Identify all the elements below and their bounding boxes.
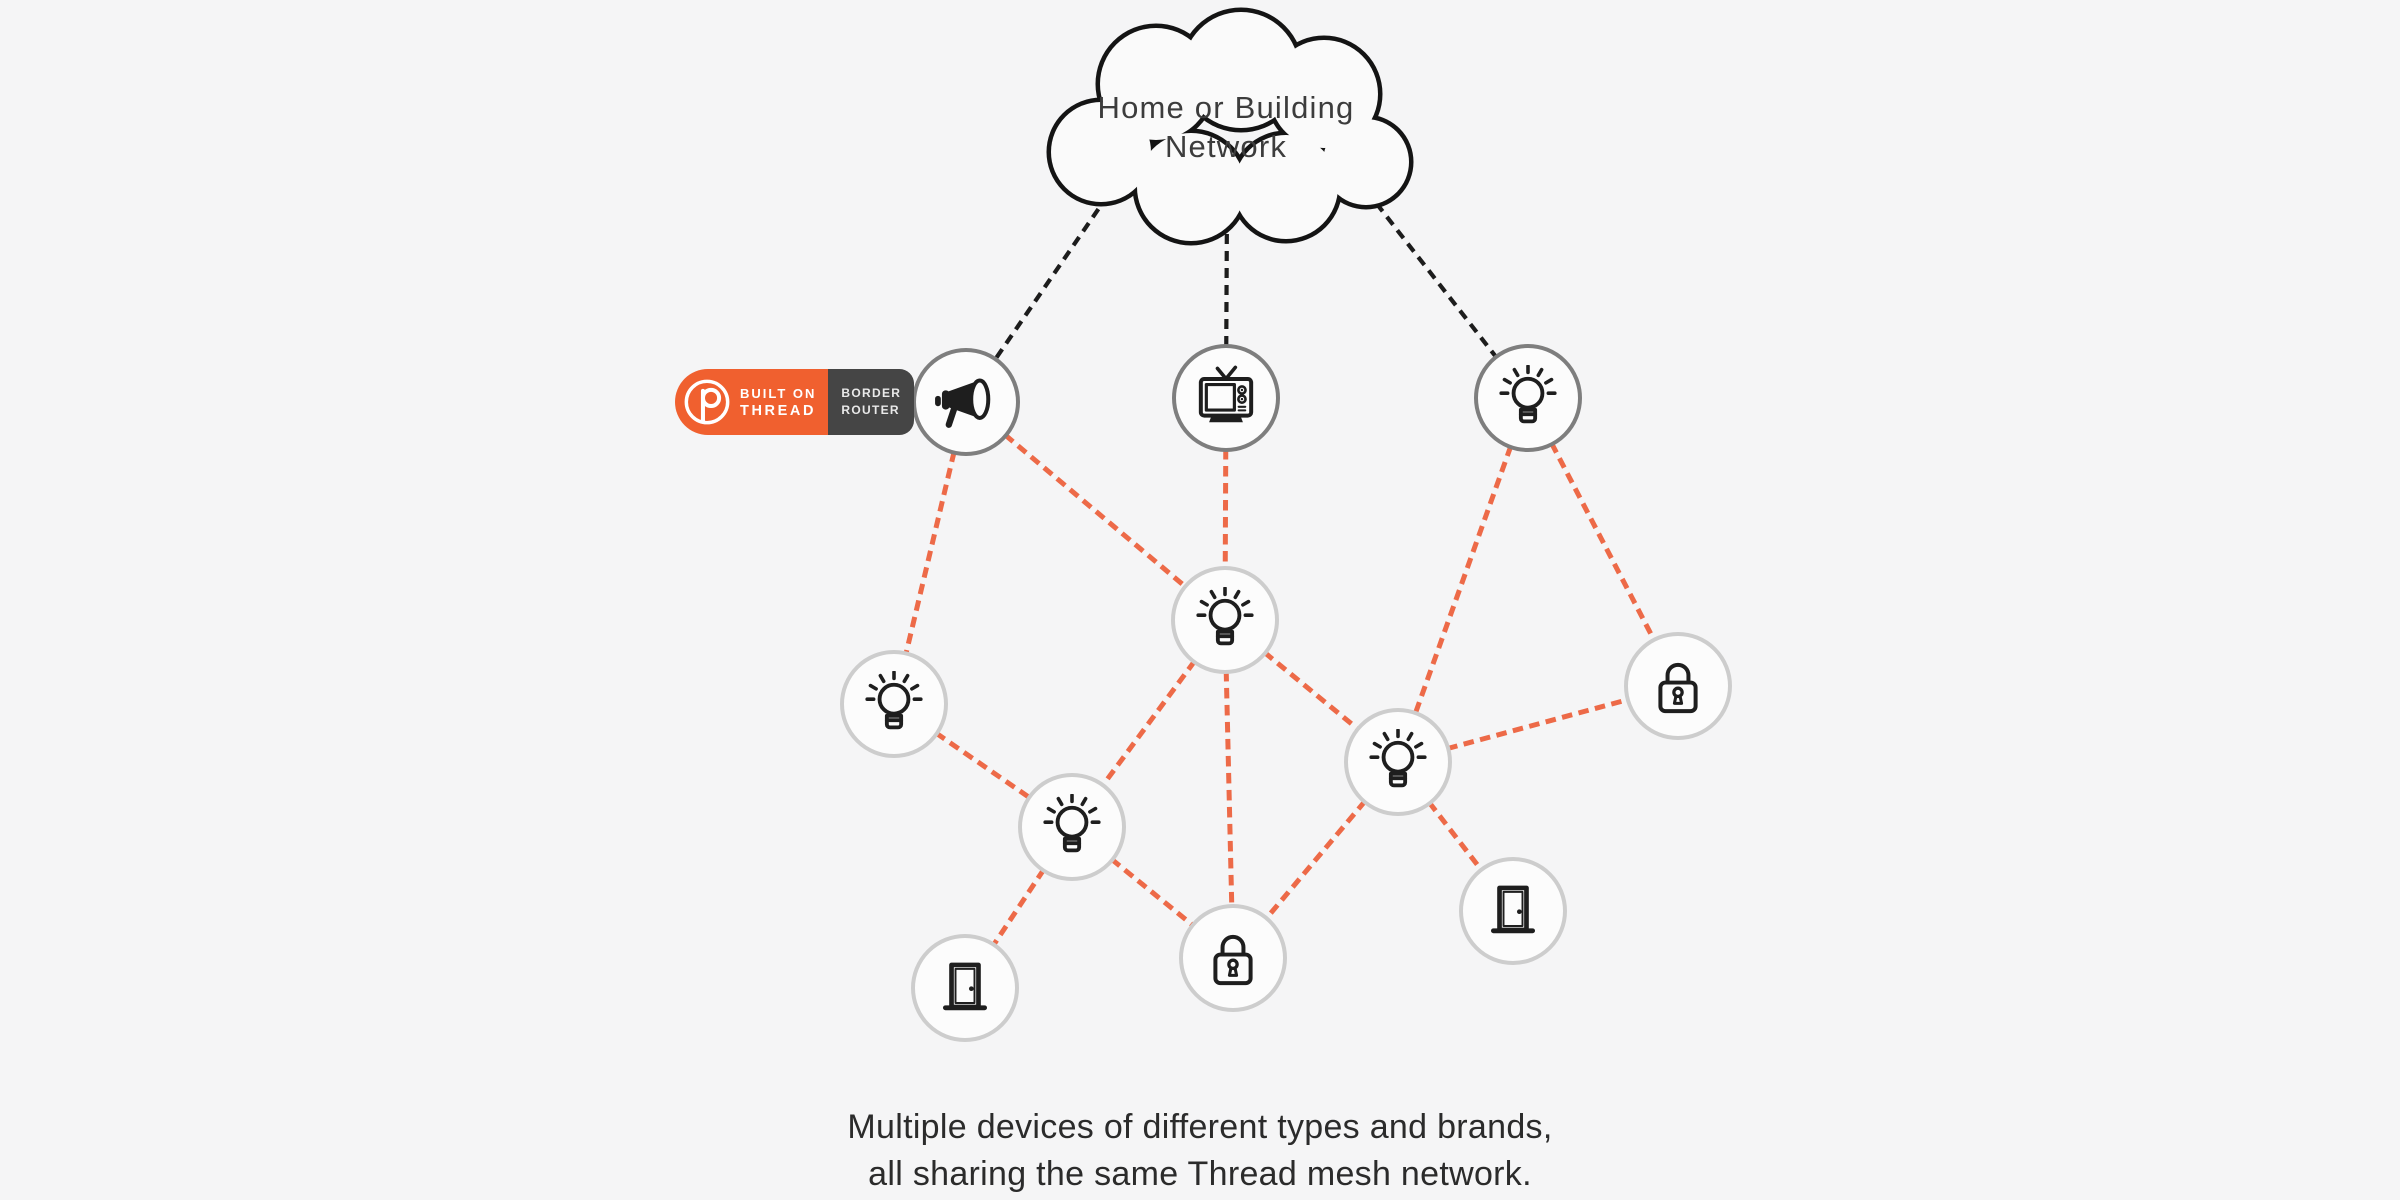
- built-on-thread-badge: BUILT ON THREAD BORDER ROUTER: [675, 369, 915, 435]
- cloud-shape: [1046, 7, 1414, 246]
- mesh-link-speaker--bulb-center: [964, 400, 1227, 622]
- node-circle: [1171, 566, 1279, 674]
- device-node-bulb-mid-right: [1344, 708, 1452, 816]
- device-node-bulb-mid-left: [1018, 773, 1126, 881]
- badge-router-label: ROUTER: [841, 403, 900, 417]
- device-node-door-left: [911, 934, 1019, 1042]
- device-nodes: [840, 344, 1732, 1042]
- device-node-bulb-center: [1171, 566, 1279, 674]
- node-circle: [1018, 773, 1126, 881]
- node-circle: [1459, 857, 1567, 965]
- device-node-speaker: [912, 348, 1020, 456]
- backbone-link-bulb-top-right: [1364, 188, 1530, 400]
- node-circle: [911, 934, 1019, 1042]
- node-circle: [1172, 344, 1280, 452]
- cloud-label-line2: Network: [1164, 129, 1288, 164]
- node-circle: [1474, 344, 1582, 452]
- node-circle: [1179, 904, 1287, 1012]
- device-node-bulb-top-right: [1474, 344, 1582, 452]
- badge-thread-label: THREAD: [740, 402, 817, 419]
- cloud-label-line1: Home or Building: [1097, 90, 1355, 125]
- mesh-link-bulb-top-right--bulb-mid-right: [1395, 397, 1531, 763]
- badge-built-on-label: BUILT ON: [740, 385, 817, 401]
- cloud-label: Home or Building Network: [1026, 88, 1426, 166]
- badge-built-on-thread-section: BUILT ON THREAD: [675, 369, 829, 435]
- caption-line1: Multiple devices of different types and …: [847, 1108, 1553, 1146]
- badge-border-label: BORDER: [841, 386, 902, 400]
- node-circle: [1624, 632, 1732, 740]
- device-node-door-right: [1459, 857, 1567, 965]
- device-node-bulb-left: [840, 650, 948, 758]
- badge-border-router-section: BORDER ROUTER: [828, 369, 915, 435]
- caption: Multiple devices of different types and …: [0, 1104, 2400, 1198]
- device-node-lock-right: [1624, 632, 1732, 740]
- caption-line2: all sharing the same Thread mesh network…: [868, 1155, 1532, 1193]
- node-circle: [840, 650, 948, 758]
- mesh-link-bulb-center--lock-center: [1222, 619, 1236, 959]
- device-node-lock-center: [1179, 904, 1287, 1012]
- node-circle: [1344, 708, 1452, 816]
- mesh-link-bulb-top-right--lock-right: [1525, 396, 1681, 688]
- device-node-tv: [1172, 344, 1280, 452]
- thread-logo-icon: [684, 379, 730, 425]
